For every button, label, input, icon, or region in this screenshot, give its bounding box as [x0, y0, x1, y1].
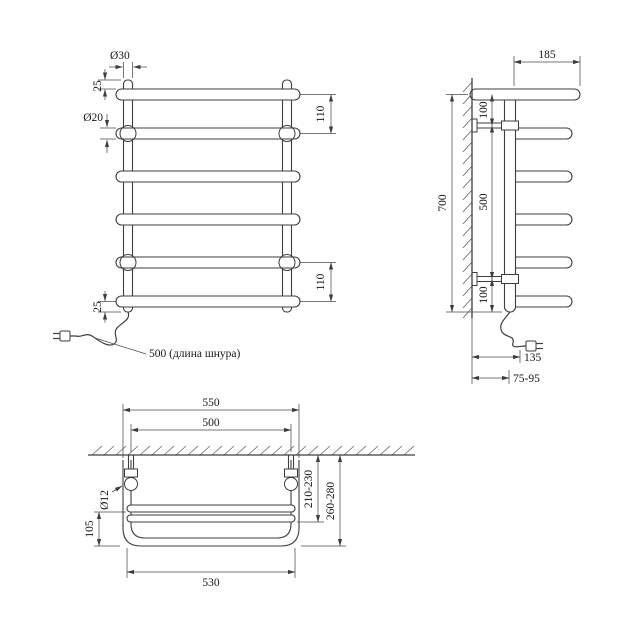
- left-collector-tube: [122, 79, 134, 313]
- plug-offset-label: 135: [524, 352, 542, 364]
- offset-bottom-label: 25: [92, 301, 104, 313]
- dim-plan-210-230: 210-230: [297, 454, 324, 523]
- dim-plan-260-280: 260-280: [301, 454, 346, 547]
- wall-bracket-top: [471, 118, 519, 133]
- width-label: 550: [202, 397, 220, 409]
- power-cord-side: [500, 311, 543, 352]
- dim-side-75-95: 75-95: [471, 370, 540, 385]
- plan-bracket-left: [124, 455, 138, 491]
- power-plug-side-icon: [525, 340, 543, 352]
- dim-front-d30: Ø30: [109, 50, 147, 78]
- dim-plan-530: 530: [126, 548, 296, 589]
- cord-length-callout: 500 (длина шнура): [94, 337, 240, 360]
- dim-front-offset-top: 25: [92, 69, 121, 100]
- d20-label: Ø20: [83, 112, 103, 124]
- dim-plan-500: 500: [130, 417, 292, 452]
- depth-inner-label: 210-230: [303, 470, 315, 509]
- offset-top-label: 25: [92, 80, 104, 92]
- dim-side-135: 135: [471, 318, 542, 384]
- mount-flanges: [119, 125, 296, 271]
- side-view: 185 100 500 100 700 135 75-95: [437, 49, 581, 385]
- top-rail-tube: [469, 88, 581, 101]
- dim-plan-550: 550: [122, 397, 300, 458]
- bar-stubs: [509, 127, 573, 308]
- right-collector-tube: [281, 79, 293, 313]
- wall-clearance-label: 75-95: [513, 373, 540, 385]
- wall-hatching-side: [462, 81, 473, 319]
- cord-length-label: 500 (длина шнура): [149, 348, 240, 360]
- power-cord: [53, 311, 130, 346]
- d30-label: Ø30: [110, 50, 130, 62]
- bar-offset-label: 105: [84, 520, 96, 538]
- depth-outer-label: 260-280: [325, 482, 337, 521]
- bracket-dia-label: Ø12: [99, 490, 111, 510]
- dim-front-110-bottom: 110: [300, 262, 336, 302]
- mount-spacing-label: 500: [202, 417, 220, 429]
- wall-hatching-plan: [91, 445, 415, 456]
- bar-length-label: 530: [202, 577, 220, 589]
- height-label: 700: [437, 194, 449, 212]
- gap-top-label: 100: [478, 101, 490, 119]
- dim-front-offset-bottom: 25: [92, 291, 121, 323]
- dim-side-chain: 100 500 100: [478, 94, 495, 313]
- spacing-top-label: 110: [315, 105, 327, 122]
- front-view: Ø30 25 Ø20 110 110: [53, 50, 336, 360]
- dim-side-185: 185: [513, 49, 581, 86]
- dim-plan-105: 105: [84, 511, 126, 547]
- gap-bottom-label: 100: [478, 286, 490, 304]
- wall-bracket-bottom: [471, 272, 519, 286]
- dim-front-d20: Ø20: [83, 112, 116, 153]
- gap-mid-label: 500: [478, 193, 490, 211]
- dim-side-700: 700: [437, 94, 502, 313]
- rail-length-label: 185: [538, 49, 556, 61]
- plan-bracket-right: [284, 455, 298, 491]
- dim-plan-d12: Ø12: [99, 485, 123, 510]
- plan-view: 550 500 Ø12 105 210-230: [84, 397, 415, 589]
- u-tube-inner: [130, 460, 292, 539]
- spacing-bottom-label: 110: [315, 273, 327, 290]
- power-plug-icon: [53, 330, 71, 342]
- u-tube-outer: [122, 460, 300, 547]
- dim-front-110-top: 110: [300, 94, 336, 134]
- plan-bars: [126, 504, 296, 523]
- towel-bars: [115, 88, 301, 308]
